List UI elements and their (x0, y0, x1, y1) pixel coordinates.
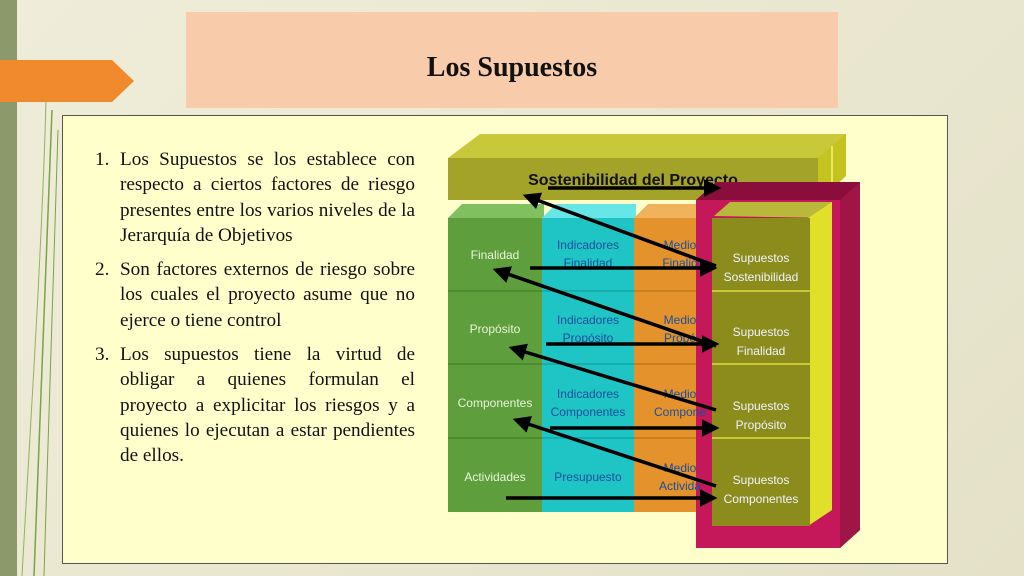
cell-indicadores-2b: Propósito (563, 331, 614, 345)
cell-medio-2b: Propó (664, 331, 696, 345)
cell-supuestos-2b: Finalidad (737, 344, 786, 358)
cell-supuestos-4a: Supuestos (733, 473, 790, 487)
cell-supuestos-3b: Propósito (736, 418, 787, 432)
cell-supuestos-4b: Componentes (724, 492, 799, 506)
logframe-diagram: Sostenibilidad del Proyecto Finalida (444, 128, 864, 558)
list-item: 2. Son factores externos de riesgo sobre… (95, 257, 415, 333)
cell-indicadores-3b: Componentes (551, 405, 626, 419)
cell-presupuesto: Presupuesto (554, 470, 622, 484)
cell-indicadores-2a: Indicadores (557, 313, 619, 327)
cell-finalidad: Finalidad (471, 248, 520, 262)
relation-arrows (492, 179, 722, 507)
title-banner: Los Supuestos (186, 12, 838, 108)
list-text: Los Supuestos se los establece con respe… (120, 149, 415, 246)
cell-proposito: Propósito (470, 322, 521, 336)
column-finalidad (448, 218, 542, 512)
cell-medio-3b: Compone (654, 405, 706, 419)
cell-medio-2a: Medio (664, 313, 697, 327)
cell-indicadores-1a: Indicadores (557, 238, 619, 252)
cell-actividades: Actividades (464, 470, 525, 484)
list-number: 3. (95, 344, 110, 366)
list-text: Los supuestos tiene la virtud de obligar… (120, 344, 415, 467)
cell-componentes: Componentes (458, 396, 533, 410)
list-item: 1. Los Supuestos se los establece con re… (95, 147, 415, 248)
list-item: 3. Los supuestos tiene la virtud de obli… (95, 342, 415, 468)
column-supuestos (712, 218, 810, 526)
cell-medio-4b: Activida (659, 479, 701, 493)
decorative-lines (21, 99, 59, 576)
cell-supuestos-3a: Supuestos (733, 399, 790, 413)
cell-supuestos-1b: Sostenibilidad (724, 270, 799, 284)
cell-supuestos-2a: Supuestos (733, 325, 790, 339)
list-text: Son factores externos de riesgo sobre lo… (120, 259, 415, 331)
assumptions-list: 1. Los Supuestos se los establece con re… (95, 147, 415, 478)
cell-supuestos-1a: Supuestos (733, 251, 790, 265)
orange-arrow-tab (0, 60, 134, 102)
header-label: Sostenibilidad del Proyecto (528, 172, 738, 189)
cell-indicadores-3a: Indicadores (557, 387, 619, 401)
logframe-svg: Sostenibilidad del Proyecto Finalida (448, 134, 860, 548)
list-number: 2. (95, 259, 110, 281)
page-title: Los Supuestos (426, 52, 598, 83)
left-accent-bar (0, 0, 17, 576)
list-number: 1. (95, 149, 110, 170)
